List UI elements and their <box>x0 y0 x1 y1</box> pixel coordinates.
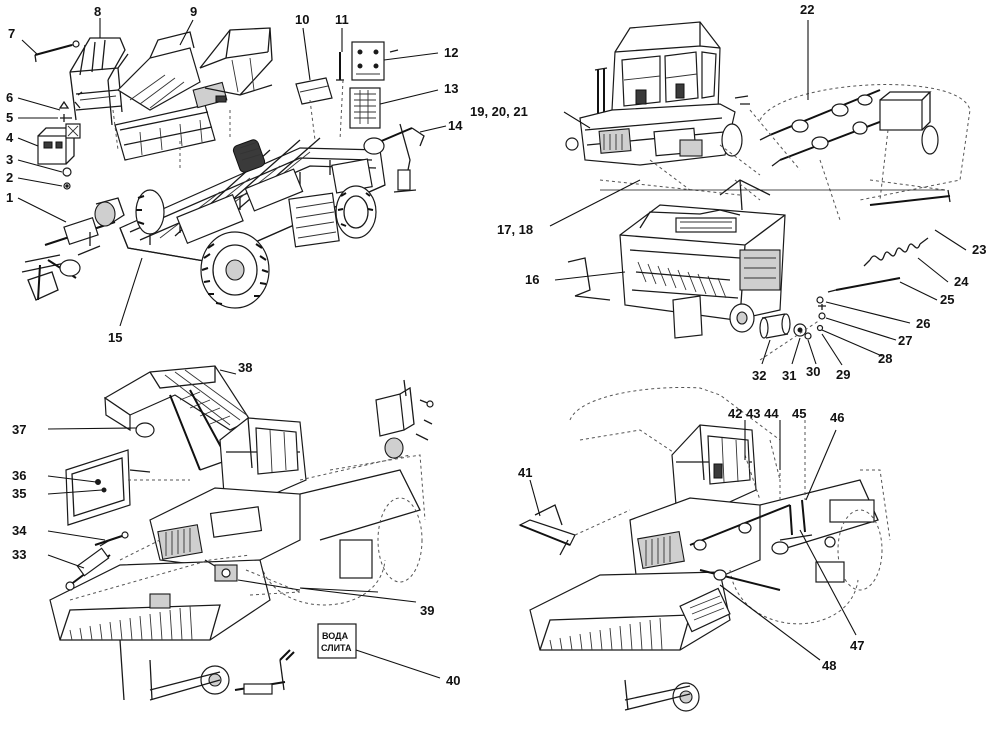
label-part-45: 45 <box>792 406 806 421</box>
label-part-14: 14 <box>448 118 463 133</box>
harvester-front-header <box>529 571 731 712</box>
drive-shafts <box>689 504 791 591</box>
link-rod <box>94 531 129 546</box>
pickup-reel <box>635 261 731 299</box>
label-part-31: 31 <box>782 368 796 383</box>
side-door-panel <box>65 449 151 526</box>
vertical-rod <box>336 52 344 81</box>
label-part-7: 7 <box>8 26 15 41</box>
leader-lines-q1 <box>17 18 447 327</box>
label-part-48: 48 <box>822 658 836 673</box>
chassis-frame <box>119 137 386 263</box>
label-part-22: 22 <box>800 2 814 17</box>
label-part-32: 32 <box>752 368 766 383</box>
label-part-10: 10 <box>295 12 309 27</box>
quadrant-bottom-right-harvester: 41 42 43 44 45 46 47 48 <box>518 387 891 712</box>
tray-plate <box>295 77 333 105</box>
harvester-body <box>149 454 426 606</box>
label-part-16: 16 <box>525 272 539 287</box>
tractor-cab <box>565 21 750 166</box>
quadrant-top-left-chassis: 7 8 9 10 11 12 13 14 6 5 4 3 2 1 15 <box>6 4 463 345</box>
left-wheel <box>135 189 165 235</box>
coil-spring <box>863 237 929 267</box>
label-part-33: 33 <box>12 547 26 562</box>
assembly-guides <box>112 79 344 168</box>
label-part-37: 37 <box>12 422 26 437</box>
label-part-29: 29 <box>836 367 850 382</box>
leader-lines-q2 <box>549 20 967 366</box>
hydraulic-cylinder <box>65 539 111 591</box>
jack-stand <box>363 123 425 193</box>
label-part-13: 13 <box>444 81 458 96</box>
platform-railing <box>69 37 129 126</box>
battery-box <box>37 123 81 165</box>
clamp-bracket <box>375 379 434 459</box>
leader-lines-q4 <box>529 420 857 661</box>
drive-shaft-assembly <box>759 89 939 167</box>
label-part-23: 23 <box>972 242 986 257</box>
label-part-6: 6 <box>6 90 13 105</box>
water-drained-sign: ВОДА СЛИТА <box>317 623 357 659</box>
lever-rod <box>34 40 80 63</box>
threaded-rod <box>827 277 901 293</box>
label-part-12: 12 <box>444 45 458 60</box>
label-part-1: 1 <box>6 190 13 205</box>
pickup-header <box>567 179 786 339</box>
seat-frame <box>199 27 273 103</box>
frame-bracket <box>771 499 813 555</box>
label-part-24: 24 <box>954 274 969 289</box>
label-part-9: 9 <box>190 4 197 19</box>
label-part-46: 46 <box>830 410 844 425</box>
front-wheel <box>200 231 270 309</box>
label-part-28: 28 <box>878 351 892 366</box>
label-part-39: 39 <box>420 603 434 618</box>
tow-hitch-cylinder <box>234 649 295 695</box>
louvered-panel <box>349 87 381 129</box>
quadrant-top-right-header: 22 19, 20, 21 17, 18 16 23 24 25 26 27 2… <box>470 2 986 383</box>
tension-rod <box>869 189 951 206</box>
label-part-27: 27 <box>898 333 912 348</box>
cutter-bar-section <box>518 504 631 556</box>
label-part-5: 5 <box>6 110 13 125</box>
valve-block <box>204 559 238 582</box>
ghost-outline-q2 <box>759 84 971 201</box>
rear-wheel <box>335 185 377 239</box>
label-part-30: 30 <box>806 364 820 379</box>
label-parts-17-18: 17, 18 <box>497 222 533 237</box>
harvester-cab <box>219 417 307 501</box>
sign-line-2: СЛИТА <box>321 643 352 653</box>
grain-chute <box>114 31 228 161</box>
assembly-guides-q4 <box>744 420 806 501</box>
roller <box>759 313 791 339</box>
small-fasteners <box>58 91 83 190</box>
front-hitch-assembly <box>21 197 125 301</box>
label-part-47: 47 <box>850 638 864 653</box>
label-part-40: 40 <box>446 673 460 688</box>
label-part-2: 2 <box>6 170 13 185</box>
operator-cab <box>671 424 757 511</box>
mounting-plate <box>351 41 399 81</box>
label-part-34: 34 <box>12 523 27 538</box>
label-part-36: 36 <box>12 468 26 483</box>
leader-lines-q3 <box>47 369 441 679</box>
label-part-3: 3 <box>6 152 13 167</box>
sign-line-1: ВОДА <box>322 631 349 641</box>
label-part-8: 8 <box>94 4 101 19</box>
label-part-11: 11 <box>335 12 349 27</box>
quadrant-bottom-left-harvester: ВОДА СЛИТА 38 37 36 35 34 33 39 40 <box>12 360 460 701</box>
label-part-41: 41 <box>518 465 532 480</box>
label-part-35: 35 <box>12 486 26 501</box>
label-part-15: 15 <box>108 330 122 345</box>
small-hardware <box>793 296 826 340</box>
label-parts-19-20-21: 19, 20, 21 <box>470 104 528 119</box>
label-part-26: 26 <box>916 316 930 331</box>
label-part-38: 38 <box>238 360 252 375</box>
assembly-guides-q3 <box>119 479 301 596</box>
label-part-25: 25 <box>940 292 954 307</box>
label-part-4: 4 <box>6 130 14 145</box>
label-parts-42-43-44: 42 43 44 <box>728 406 779 421</box>
